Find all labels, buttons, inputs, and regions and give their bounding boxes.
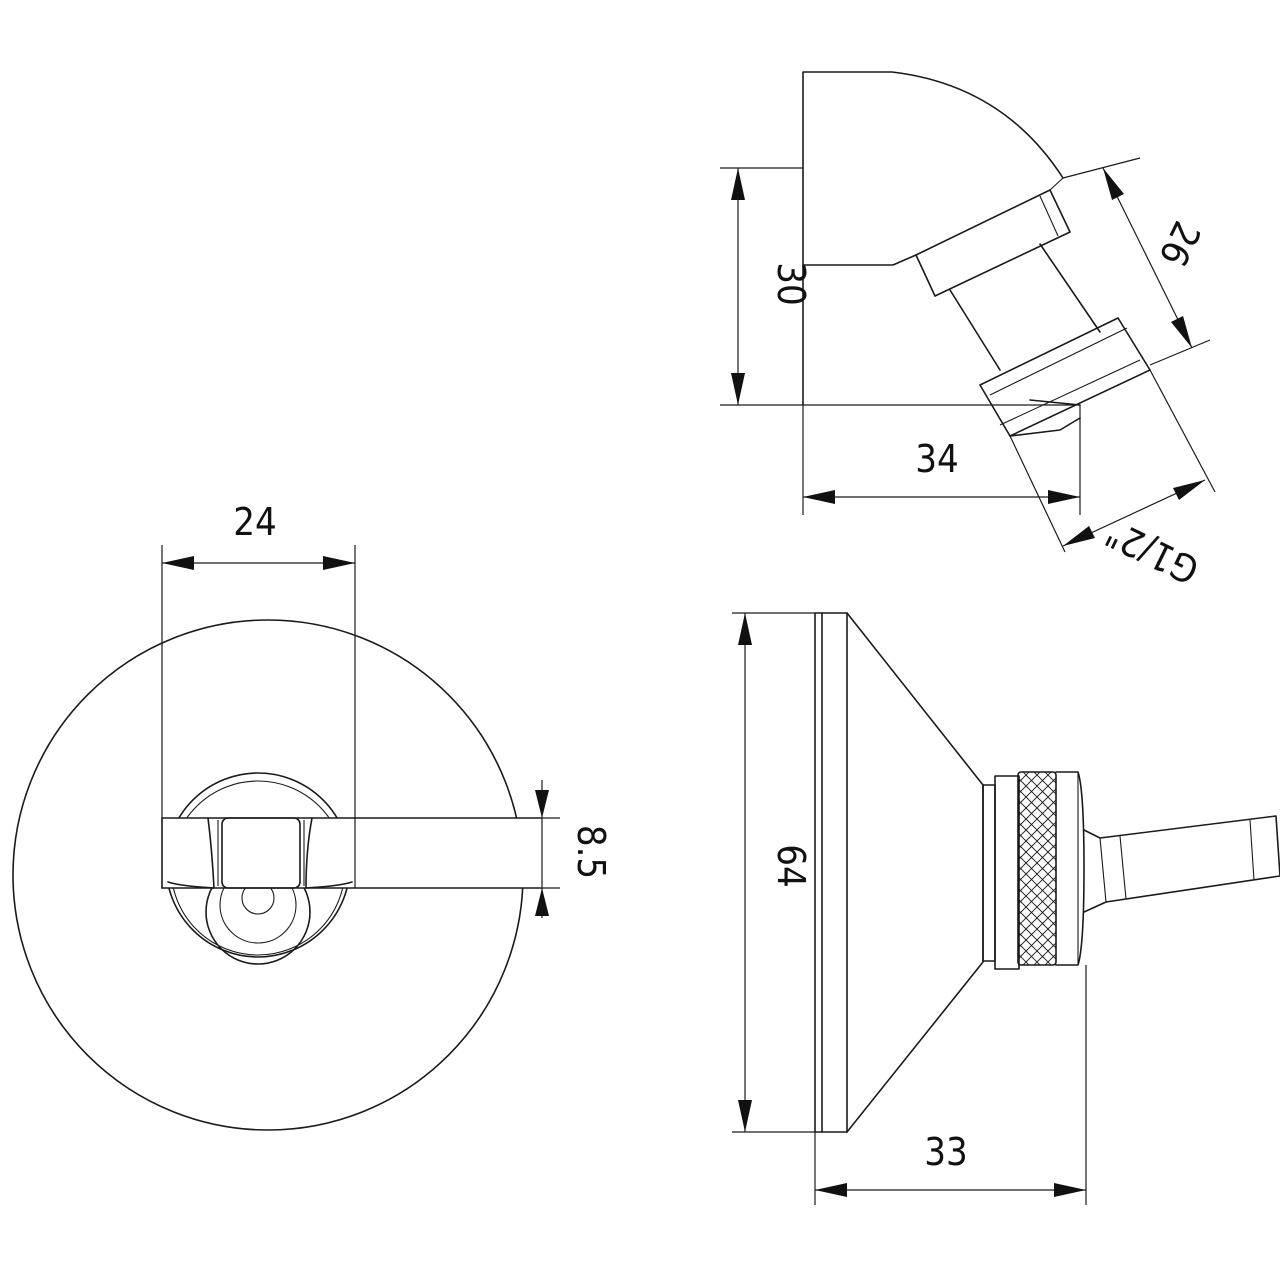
knurl-line bbox=[1018, 799, 1056, 839]
knurl-line bbox=[1018, 998, 1056, 1036]
knurl-line bbox=[1018, 953, 1030, 965]
depth-dim-label: 34 bbox=[915, 437, 959, 481]
knurl-line bbox=[1018, 821, 1056, 861]
knurl-line bbox=[1018, 772, 1052, 806]
dimension-width: 24 bbox=[161, 500, 356, 888]
knurl-line bbox=[1018, 854, 1056, 894]
dimension-thread: G1/2" bbox=[1009, 369, 1216, 593]
knurl-line bbox=[1018, 712, 1056, 750]
dimension-length: 33 bbox=[814, 965, 1087, 1205]
knurl-line bbox=[1018, 772, 1019, 773]
thread-dim-label: G1/2" bbox=[1099, 511, 1206, 593]
knurl-line bbox=[1018, 788, 1056, 828]
knurl-line bbox=[1018, 772, 1030, 784]
height-dim-label: 30 bbox=[769, 262, 813, 306]
stem bbox=[949, 243, 1101, 371]
knurl-line bbox=[1018, 987, 1056, 1025]
knurl-line bbox=[1055, 964, 1056, 965]
knurl-line bbox=[1018, 843, 1056, 883]
knurled-nut bbox=[1017, 712, 1085, 1058]
nut-dim-label: 26 bbox=[1150, 215, 1209, 273]
dimension-depth: 34 bbox=[802, 405, 1081, 515]
knurl-line bbox=[1018, 898, 1056, 938]
nut bbox=[979, 317, 1151, 437]
knurl-line bbox=[1018, 1020, 1056, 1058]
collar bbox=[915, 189, 1071, 297]
knurl-line bbox=[1022, 931, 1056, 965]
knurl-line bbox=[1018, 976, 1056, 1014]
side-view: 64 33 bbox=[732, 612, 1280, 1205]
holder-bar bbox=[161, 817, 541, 889]
knurl-line bbox=[1018, 810, 1056, 850]
knurl-line bbox=[1018, 887, 1056, 927]
knurl-line bbox=[1018, 723, 1056, 761]
knurl-line bbox=[1018, 1009, 1056, 1047]
knurl-line bbox=[1018, 1020, 1056, 1058]
width-dim-label: 24 bbox=[233, 500, 277, 544]
knurl-line bbox=[1018, 723, 1056, 761]
collar-ring bbox=[982, 784, 996, 962]
cone-body bbox=[846, 612, 984, 1133]
knurl-line bbox=[1018, 976, 1056, 1014]
knurl-line bbox=[1018, 777, 1056, 817]
knurl-line bbox=[1055, 772, 1056, 773]
length-dim-label: 33 bbox=[924, 1130, 968, 1174]
knurl-line bbox=[1018, 920, 1056, 960]
knurl-line bbox=[1018, 909, 1056, 949]
knurl-line bbox=[1018, 998, 1056, 1036]
knurl-line bbox=[1018, 964, 1019, 965]
knurl-line bbox=[1018, 865, 1056, 905]
knurl-line bbox=[1018, 772, 1041, 795]
diameter-dim-label: 64 bbox=[769, 844, 813, 888]
dimension-height: 30 bbox=[720, 167, 1080, 406]
knurl-line bbox=[1018, 876, 1056, 916]
front-view: 24 8.5 bbox=[12, 500, 613, 1131]
knurl-line bbox=[1018, 1009, 1056, 1047]
slot-dim-label: 8.5 bbox=[569, 825, 613, 879]
dimension-slot: 8.5 bbox=[535, 780, 613, 918]
top-view: 30 34 26 G1/2" bbox=[720, 71, 1216, 593]
knurl-line bbox=[1018, 712, 1056, 750]
outlet-stem bbox=[1083, 815, 1280, 913]
dimension-diameter: 64 bbox=[732, 612, 815, 1133]
knurl-line bbox=[1044, 772, 1056, 784]
knurl-line bbox=[1018, 832, 1056, 872]
knurl-line bbox=[1033, 942, 1056, 965]
top-view-outline bbox=[802, 71, 1064, 406]
knurl-line bbox=[1018, 987, 1056, 1025]
knurl-line bbox=[1044, 953, 1056, 965]
